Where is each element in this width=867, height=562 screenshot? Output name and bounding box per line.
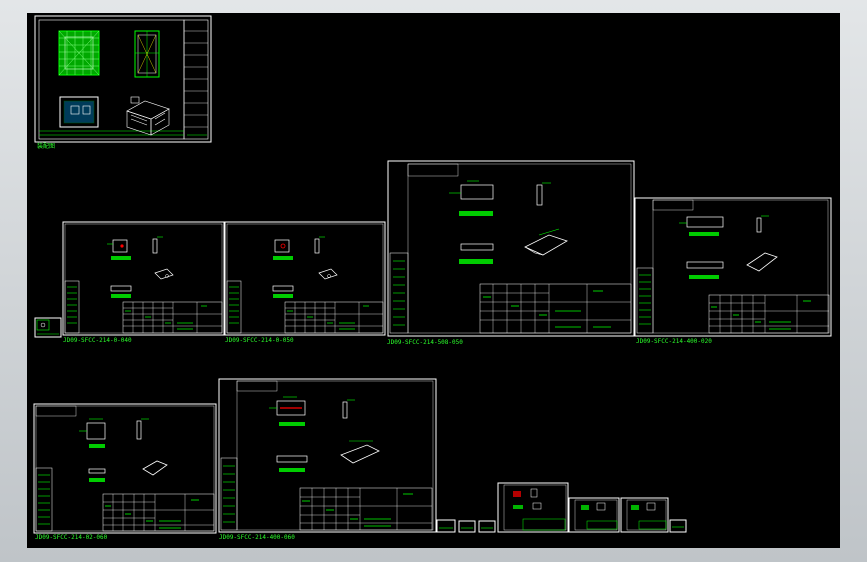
assembly-top-view bbox=[59, 96, 99, 128]
thumbnail-sheets[interactable] bbox=[436, 482, 687, 533]
cad-drawing-canvas[interactable]: 装配图 JD09-SFCC-214-0-040 JD09-SFCC-214-0-… bbox=[27, 13, 840, 548]
sheet-1-label: JD09-SFCC-214-0-040 bbox=[63, 337, 132, 344]
sheet-4-label: JD09-SFCC-214-400-020 bbox=[636, 338, 712, 345]
drawing-sheet-2[interactable] bbox=[224, 221, 386, 336]
drawing-area bbox=[33, 15, 832, 534]
drawing-sheet-4[interactable] bbox=[634, 197, 832, 337]
thumbnail-sheet-left[interactable] bbox=[34, 317, 62, 338]
assembly-front-view bbox=[58, 30, 100, 76]
assembly-isometric-view bbox=[126, 96, 170, 136]
drawing-sheet-5[interactable] bbox=[33, 403, 217, 534]
assembly-sheet[interactable] bbox=[34, 15, 212, 143]
sheet-6-label: JD09-SFCC-214-400-060 bbox=[219, 534, 295, 541]
drawing-sheet-6[interactable] bbox=[218, 378, 437, 533]
sheet-2-label: JD09-SFCC-214-0-050 bbox=[225, 337, 294, 344]
sheet-5-label: JD09-SFCC-214-02-060 bbox=[35, 534, 108, 541]
assembly-label: 装配图 bbox=[37, 143, 56, 150]
sheet-3-label: JD09-SFCC-214-508-050 bbox=[387, 339, 463, 346]
assembly-side-view bbox=[134, 30, 160, 78]
drawing-sheet-1[interactable] bbox=[62, 221, 225, 336]
drawing-sheet-3[interactable] bbox=[387, 160, 635, 337]
